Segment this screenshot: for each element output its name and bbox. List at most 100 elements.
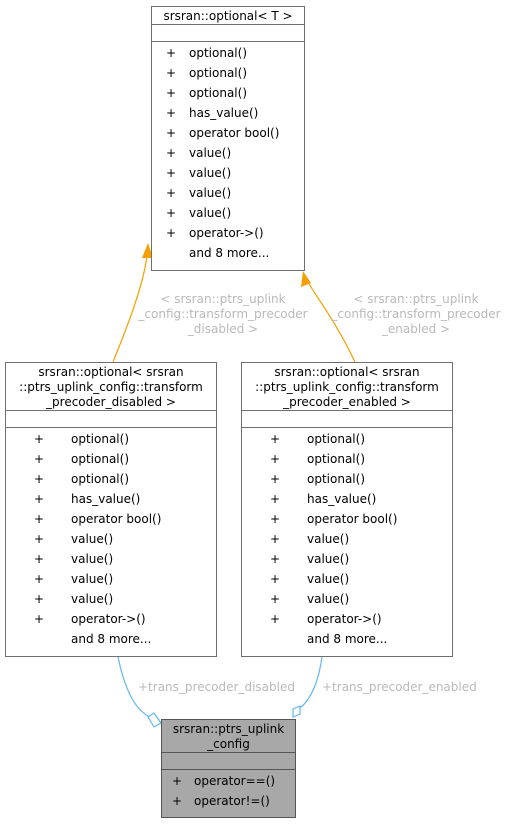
visibility-marker: +	[166, 166, 177, 180]
edge-label-tmpl-enabled: < srsran::ptrs_uplink _config::transform…	[331, 292, 501, 336]
member-name: has_value()	[307, 492, 377, 506]
attributes-section	[162, 752, 295, 769]
class-title: srsran::optional< srsran ::ptrs_uplink_c…	[19, 365, 203, 409]
visibility-marker: +	[172, 774, 183, 788]
visibility-marker: +	[34, 432, 45, 446]
member-name: has_value()	[71, 492, 141, 506]
visibility-marker: +	[166, 66, 177, 80]
methods-section: +optional()+optional()+optional()+has_va…	[6, 427, 216, 649]
member-name: value()	[71, 572, 114, 586]
member-row[interactable]: + optional()	[6, 449, 216, 469]
visibility-marker: +	[270, 592, 281, 606]
member-row[interactable]: +operator bool()	[242, 509, 452, 529]
visibility-marker: +	[172, 794, 183, 808]
more-members-row[interactable]: and 8 more...	[242, 629, 452, 649]
class-optional-template[interactable]: srsran::optional< T > +optional()+option…	[151, 6, 305, 271]
member-name: value()	[307, 572, 350, 586]
edge-member-disabled	[117, 656, 151, 718]
member-name: optional()	[307, 472, 365, 486]
visibility-marker: +	[34, 592, 45, 606]
member-row[interactable]: +value()	[152, 143, 304, 163]
member-row[interactable]: +optional()	[6, 429, 216, 449]
class-optional-transform-precoder-enabled[interactable]: srsran::optional< srsran ::ptrs_uplink_c…	[241, 362, 453, 657]
member-name: has_value()	[189, 106, 259, 120]
member-name: value()	[307, 532, 350, 546]
member-name: operator!=()	[194, 794, 270, 808]
visibility-marker: +	[166, 106, 177, 120]
member-row[interactable]: +value()	[6, 589, 216, 609]
member-name: and 8 more...	[71, 632, 152, 646]
member-row[interactable]: +value()	[242, 549, 452, 569]
diamond-member-disabled	[147, 712, 162, 728]
member-row[interactable]: +optional()	[242, 469, 452, 489]
visibility-marker: +	[270, 572, 281, 586]
visibility-marker: +	[166, 46, 177, 60]
member-row[interactable]: + value()	[6, 569, 216, 589]
member-row[interactable]: + operator!=()	[162, 791, 295, 811]
visibility-marker: +	[270, 452, 281, 466]
member-name: operator bool()	[189, 126, 280, 140]
member-name: operator->()	[189, 226, 264, 240]
visibility-marker: +	[34, 572, 45, 586]
member-row[interactable]: +value()	[152, 203, 304, 223]
methods-section: +optional()+optional()+optional()+has_va…	[152, 41, 304, 263]
member-row[interactable]: +operator->()	[6, 609, 216, 629]
more-members-row[interactable]: and 8 more...	[152, 243, 304, 263]
member-name: operator->()	[307, 612, 382, 626]
member-row[interactable]: +value()	[242, 529, 452, 549]
member-row[interactable]: +operator bool()	[6, 509, 216, 529]
visibility-marker: +	[34, 532, 45, 546]
member-name: optional()	[189, 66, 247, 80]
visibility-marker: +	[34, 512, 45, 526]
member-row[interactable]: +value()	[152, 183, 304, 203]
class-title: srsran::ptrs_uplink _config	[172, 722, 285, 751]
member-row[interactable]: +operator->()	[242, 609, 452, 629]
class-title: srsran::optional< T >	[163, 9, 293, 23]
edge-tmpl-disabled	[112, 255, 148, 363]
member-row[interactable]: +operator->()	[152, 223, 304, 243]
member-name: optional()	[307, 432, 365, 446]
member-row[interactable]: + has_value()	[152, 103, 304, 123]
arrowhead-tmpl-disabled	[142, 243, 153, 258]
class-optional-transform-precoder-disabled[interactable]: srsran::optional< srsran ::ptrs_uplink_c…	[5, 362, 217, 657]
member-row[interactable]: +optional()	[242, 429, 452, 449]
methods-section: +optional()+optional()+optional()+has_va…	[242, 427, 452, 649]
member-row[interactable]: +optional()	[6, 469, 216, 489]
attributes-section	[6, 410, 216, 427]
member-row[interactable]: +value()	[6, 529, 216, 549]
methods-section: +operator==()+operator!=()	[162, 769, 295, 811]
member-name: optional()	[189, 86, 247, 100]
member-name: optional()	[71, 452, 129, 466]
member-name: and 8 more...	[189, 246, 270, 260]
member-row[interactable]: + has_value()	[242, 489, 452, 509]
visibility-marker: +	[270, 552, 281, 566]
attributes-section	[152, 24, 304, 41]
more-members-row[interactable]: and 8 more...	[6, 629, 216, 649]
member-row[interactable]: +value()	[242, 589, 452, 609]
member-row[interactable]: +operator==()	[162, 771, 295, 791]
visibility-marker: +	[34, 612, 45, 626]
member-row[interactable]: + operator bool()	[152, 123, 304, 143]
member-row[interactable]: + optional()	[152, 83, 304, 103]
visibility-marker: +	[166, 86, 177, 100]
member-row[interactable]: + value()	[242, 569, 452, 589]
edge-member-enabled	[299, 656, 323, 709]
visibility-marker: +	[270, 492, 281, 506]
edge-label-member-enabled: +trans_precoder_enabled	[322, 680, 477, 694]
member-row[interactable]: + value()	[152, 163, 304, 183]
class-ptrs-uplink-config[interactable]: srsran::ptrs_uplink _config +operator==(…	[161, 719, 296, 818]
diamond-member-enabled	[292, 705, 301, 718]
member-name: value()	[189, 166, 232, 180]
visibility-marker: +	[34, 452, 45, 466]
visibility-marker: +	[34, 472, 45, 486]
member-row[interactable]: +value()	[6, 549, 216, 569]
visibility-marker: +	[166, 126, 177, 140]
member-row[interactable]: +optional()	[152, 43, 304, 63]
visibility-marker: +	[270, 512, 281, 526]
member-row[interactable]: +optional()	[242, 449, 452, 469]
visibility-marker: +	[34, 552, 45, 566]
member-row[interactable]: + optional()	[152, 63, 304, 83]
member-row[interactable]: +has_value()	[6, 489, 216, 509]
edge-label-tmpl-disabled: < srsran::ptrs_uplink _config::transform…	[138, 292, 308, 336]
